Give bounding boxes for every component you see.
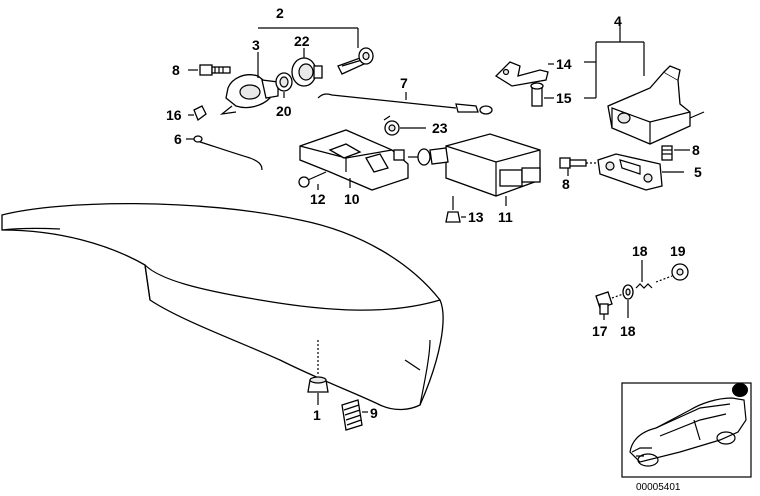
reference-code: 00005401 bbox=[636, 482, 681, 493]
part-8-bolt-right bbox=[661, 145, 690, 161]
trunk-highlight-marker bbox=[732, 383, 748, 397]
part-15-pin bbox=[530, 82, 544, 107]
callout-8-left: 8 bbox=[172, 62, 180, 78]
callout-15: 15 bbox=[556, 90, 572, 106]
callout-8-right: 8 bbox=[692, 142, 700, 158]
callout-6: 6 bbox=[174, 131, 182, 147]
callout-4: 4 bbox=[614, 13, 622, 29]
part-10-lock bbox=[299, 129, 409, 191]
leader-lines bbox=[544, 20, 645, 99]
callout-2: 2 bbox=[276, 5, 284, 21]
callout-8-middle: 8 bbox=[562, 176, 570, 192]
callout-1: 1 bbox=[313, 407, 321, 423]
car-thumbnail-icon bbox=[629, 383, 748, 467]
callout-19: 18 bbox=[632, 243, 648, 259]
trunk-lid bbox=[1, 202, 444, 411]
callout-10: 10 bbox=[344, 191, 360, 207]
callout-7: 7 bbox=[400, 75, 408, 91]
part-12-screw bbox=[298, 171, 327, 190]
part-23-grommet bbox=[383, 115, 426, 136]
callout-11: 11 bbox=[498, 209, 513, 225]
callout-22: 22 bbox=[294, 33, 310, 49]
callout-20: 19 bbox=[670, 243, 686, 259]
part-3-lock-cylinder bbox=[219, 52, 279, 115]
part-21-washer bbox=[275, 72, 293, 98]
part-22-cap bbox=[291, 48, 323, 87]
callout-16: 16 bbox=[166, 107, 182, 123]
callout-3: 3 bbox=[252, 37, 260, 53]
part-2-key bbox=[258, 27, 374, 75]
callout-18: 18 bbox=[620, 323, 636, 339]
part-20-nut bbox=[655, 263, 689, 283]
part-14-bracket bbox=[494, 61, 549, 87]
part-11-actuator bbox=[408, 133, 541, 206]
callout-12: 12 bbox=[310, 191, 326, 207]
callout-labels: 2 3 22 8 20 16 6 7 23 12 10 13 11 4 14 1… bbox=[166, 5, 702, 423]
callout-13: 13 bbox=[468, 209, 484, 225]
callout-17: 17 bbox=[592, 323, 608, 339]
part-19-spring bbox=[635, 260, 653, 289]
callout-21: 20 bbox=[276, 103, 292, 119]
part-18-washer bbox=[622, 284, 634, 318]
callout-23: 23 bbox=[432, 120, 448, 136]
callout-9: 9 bbox=[370, 405, 378, 421]
part-6-rod bbox=[186, 135, 263, 171]
part-9-buffer bbox=[341, 399, 368, 431]
callout-14: 14 bbox=[556, 56, 572, 72]
part-8-bolt-left bbox=[188, 64, 231, 76]
callout-5: 5 bbox=[694, 164, 702, 180]
part-5-striker bbox=[597, 153, 684, 191]
part-17-pin bbox=[595, 291, 627, 320]
part-13-clip bbox=[445, 196, 466, 223]
part-4-latch bbox=[607, 65, 705, 145]
part-7-rod bbox=[317, 92, 493, 115]
part-8-bolt-middle bbox=[559, 157, 598, 176]
part-16-clip bbox=[188, 105, 207, 122]
inset-thumbnail bbox=[621, 382, 752, 478]
part-1-clip bbox=[307, 376, 329, 405]
